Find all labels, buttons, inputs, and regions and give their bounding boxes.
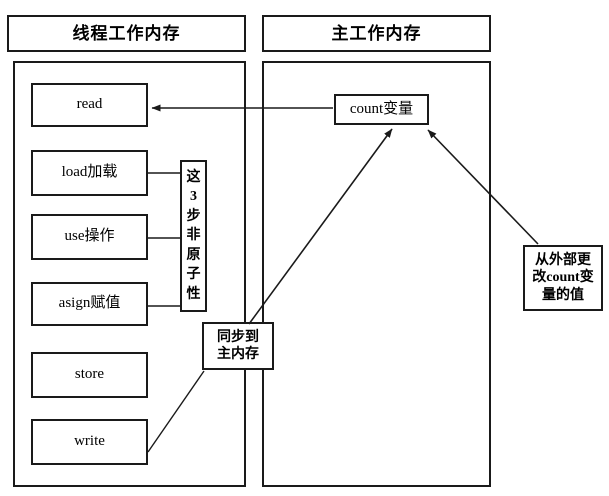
atomicity-char-0: 这	[186, 169, 201, 185]
external-note-line-0: 从外部更	[535, 252, 591, 268]
op-box-assign: asign赋值	[31, 282, 148, 326]
note-box-sync-to-main-memory: 同步到 主内存	[202, 322, 274, 370]
sync-note-line-1: 主内存	[217, 347, 259, 362]
sync-note-line-0: 同步到	[217, 329, 259, 345]
note-box-atomicity: 这 3 步 非 原 子 性	[180, 160, 207, 312]
header-box-main-working-memory: 主工作内存	[262, 15, 491, 52]
op-box-load: load加载	[31, 150, 148, 196]
external-note-line-1: 改count变	[532, 270, 594, 286]
header-box-thread-working-memory: 线程工作内存	[7, 15, 246, 52]
atomicity-char-6: 性	[186, 286, 201, 302]
atomicity-char-1: 3	[190, 189, 197, 204]
atomicity-char-3: 非	[186, 228, 201, 243]
note-box-external-modification: 从外部更 改count变 量的值	[523, 245, 603, 311]
panel-thread-working-memory	[13, 61, 246, 487]
op-box-write: write	[31, 419, 148, 465]
external-note-line-2: 量的值	[542, 287, 584, 303]
atomicity-char-2: 步	[186, 208, 201, 224]
atomicity-char-4: 原	[186, 247, 201, 263]
op-box-use: use操作	[31, 214, 148, 260]
op-box-store: store	[31, 352, 148, 398]
atomicity-char-5: 子	[186, 267, 201, 282]
op-box-read: read	[31, 83, 148, 127]
box-count-variable: count变量	[334, 94, 429, 125]
